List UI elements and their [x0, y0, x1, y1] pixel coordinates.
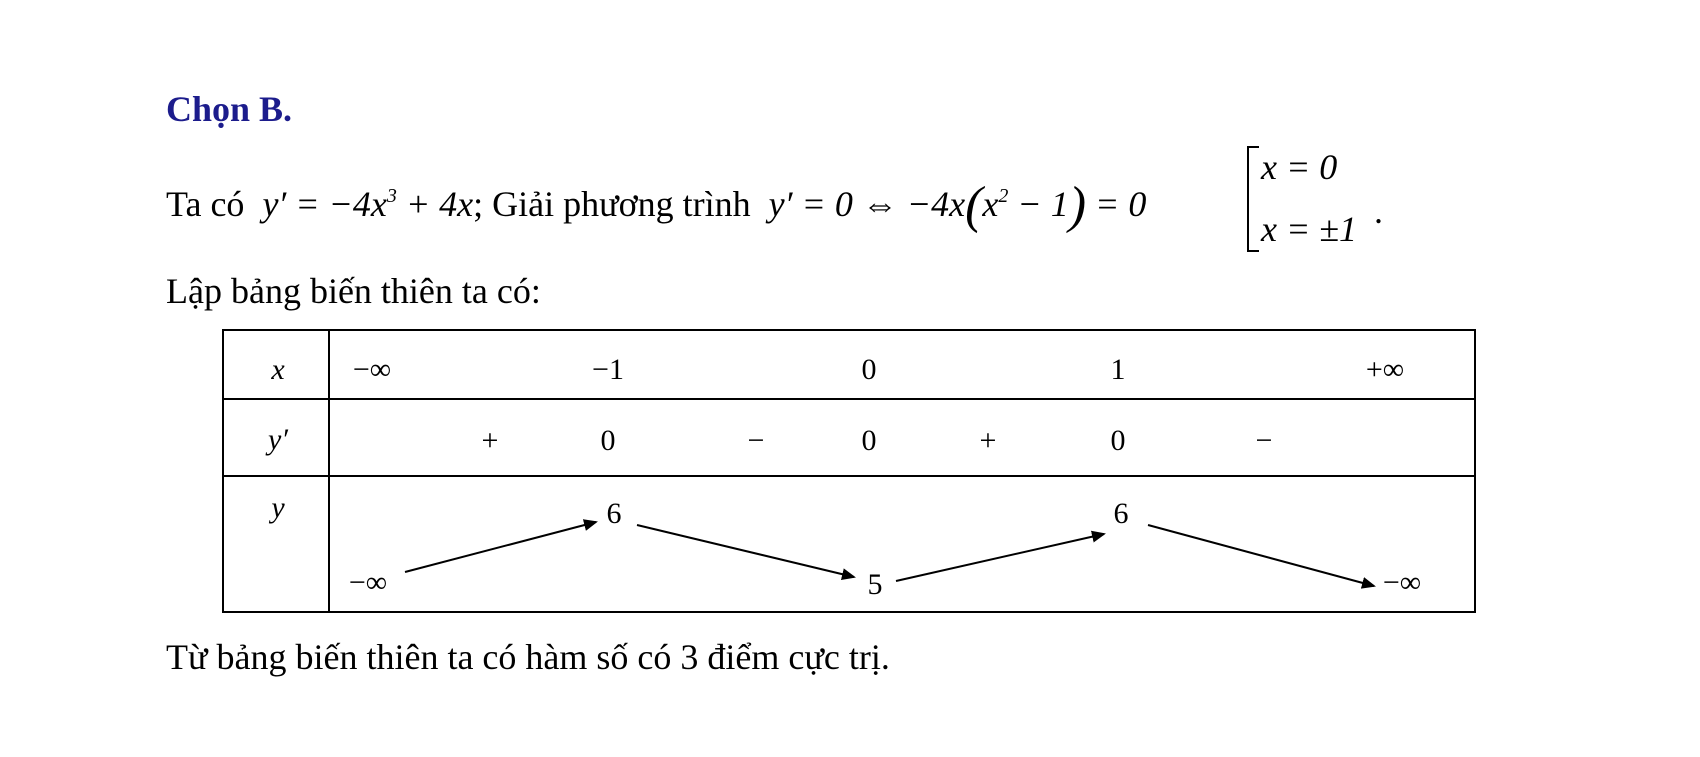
prefix-text: Ta có — [166, 184, 245, 224]
yprime-sign: − — [1256, 424, 1273, 457]
yprime-zero: 0 — [1111, 424, 1126, 457]
equation-part1: y′ = 0 ⇔ −4x — [768, 184, 966, 224]
system-row-2: x = ±1 — [1261, 209, 1358, 249]
derivative-rest: + 4x — [396, 184, 474, 224]
row-label-y: y — [268, 491, 285, 524]
exponent-2: 2 — [998, 185, 1009, 207]
x-value: −∞ — [353, 353, 391, 386]
row-label-x: x — [270, 353, 285, 386]
yprime-zero: 0 — [862, 424, 877, 457]
table-intro-text: Lập bảng biến thiên ta có: — [166, 271, 541, 311]
equation-after: = 0 — [1086, 184, 1147, 224]
right-paren: ) — [1068, 177, 1087, 234]
increase-arrow-1 — [404, 519, 598, 573]
increase-arrow-2 — [895, 530, 1106, 582]
x-value: 1 — [1111, 353, 1126, 386]
yprime-sign: − — [748, 424, 765, 457]
extrema-count: 3 — [680, 637, 699, 677]
equation-inner-rest: − 1 — [1008, 184, 1069, 224]
x-value: +∞ — [1366, 353, 1404, 386]
conclusion-text-before: Từ bảng biến thiên ta có hàm số có — [166, 637, 672, 677]
yprime-sign: + — [980, 424, 997, 457]
system-row-1: x = 0 — [1261, 147, 1338, 187]
yprime-zero: 0 — [601, 424, 616, 457]
exponent-3: 3 — [386, 185, 397, 207]
derivative-expression: y′ = −4x3 + 4x — [262, 184, 473, 224]
conclusion-line: Từ bảng biến thiên ta có hàm số có 3 điể… — [166, 636, 890, 678]
solution-system: x = 0 x = ±1 — [1247, 146, 1367, 252]
table-border — [222, 329, 1476, 613]
solve-text: ; Giải phương trình — [473, 184, 751, 224]
y-left-end: −∞ — [349, 566, 387, 599]
derivative-lhs: y′ = −4x — [262, 184, 387, 224]
equation-expression: y′ = 0 ⇔ −4x(x2 − 1) = 0 — [768, 177, 1147, 234]
x-value: 0 — [862, 353, 877, 386]
x-value: −1 — [592, 353, 624, 386]
conclusion-text-after: điểm cực trị. — [707, 637, 890, 677]
variation-table: x y′ y −∞ −1 0 1 +∞ + 0 − 0 + 0 − −∞ 6 5… — [222, 329, 1476, 613]
row-label-yprime: y′ — [265, 423, 288, 456]
y-local-max-2: 6 — [1114, 497, 1129, 530]
variation-table-svg: x y′ y −∞ −1 0 1 +∞ + 0 − 0 + 0 − −∞ 6 5… — [222, 329, 1476, 613]
yprime-sign: + — [482, 424, 499, 457]
answer-heading: Chọn B. — [166, 89, 293, 129]
decrease-arrow-1 — [636, 524, 856, 581]
decrease-arrow-2 — [1147, 524, 1376, 589]
period: . — [1374, 191, 1383, 231]
y-local-min: 5 — [868, 568, 883, 601]
y-right-end: −∞ — [1383, 566, 1421, 599]
y-local-max-1: 6 — [607, 497, 622, 530]
left-paren: ( — [965, 177, 983, 234]
derivative-line: Ta có y′ = −4x3 + 4x; Giải phương trình … — [166, 176, 1146, 235]
equation-inner: x — [982, 184, 999, 224]
system-bracket — [1247, 146, 1259, 252]
